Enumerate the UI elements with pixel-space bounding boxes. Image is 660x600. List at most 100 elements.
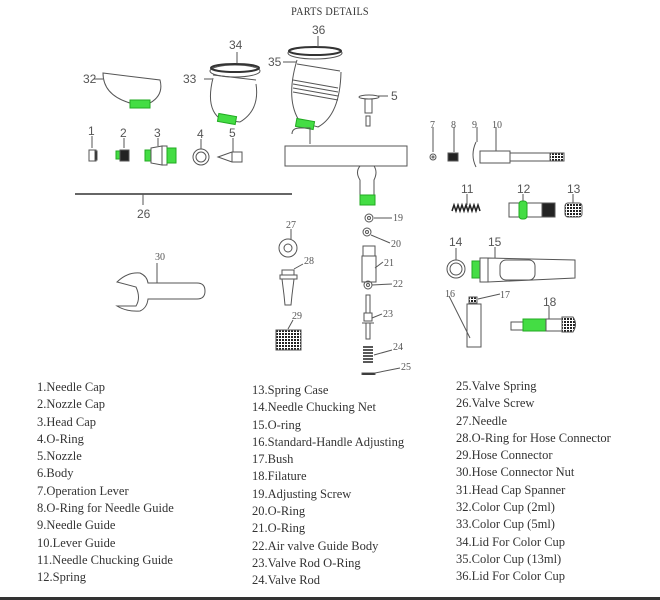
part-item: 3.Head Cap [37,414,97,429]
callout: 21 [384,258,394,269]
part-item: 32.Color Cup (2ml) [456,500,555,515]
bottom-border [0,597,660,600]
callout: 5 [391,89,398,103]
callout: 29 [292,311,302,322]
part-item: 25.Valve Spring [456,379,537,393]
part-16-standard-handle [471,247,576,283]
parts-legend-column-2: 13.Spring Case 14.Needle Chucking Net 15… [252,382,404,590]
part-item: 16.Standard-Handle Adjusting [252,434,405,449]
callout: 5 [229,126,236,140]
part-27-needle [75,193,292,205]
callout: 20 [391,239,401,250]
part-6-body [284,127,408,206]
part-item: 27.Needle [456,413,508,428]
callout: 13 [567,182,581,196]
part-29-hose-connector [279,263,304,306]
callout: 7 [430,120,435,131]
part-item: 8.O-Ring for Needle Guide [37,501,174,516]
callout: 11 [461,182,474,196]
callout: 19 [393,213,403,224]
part-item: 5.Nozzle [37,449,82,464]
part-item: 12.Spring [37,570,86,585]
part-item: 24.Valve Rod [252,573,321,588]
part-item: 21.O-Ring [252,521,306,536]
callout: 10 [492,120,502,131]
part-item: 36.Lid For Color Cup [456,569,566,584]
part-item: 4.O-Ring [37,431,84,446]
page-title: PARTS DETAILS [291,4,369,18]
part-item: 2.Nozzle Cap [37,397,106,412]
part-item: 28.O-Ring for Hose Connector [456,430,611,445]
part-item: 14.Needle Chucking Net [252,400,376,415]
part-10-11-lever-needle-chucking-guide [472,127,565,168]
callout: 12 [517,182,531,196]
part-item: 9.Needle Guide [37,518,116,533]
callout: 4 [197,127,204,141]
parts-legend-column-1: 1.Needle Cap 2.Nozzle Cap 3.Head Cap 4.O… [37,379,174,587]
part-2-nozzle-cap [115,138,130,162]
part-13-spring-case [508,194,556,220]
part-item: 15.O-ring [252,417,301,432]
part-7-operation-lever [358,94,388,127]
callout: 15 [488,235,502,249]
exploded-diagram: 32 33 34 35 36 5 1 2 3 4 5 7 8 9 10 11 1… [75,23,583,375]
callout: 32 [83,72,97,86]
part-17-18-bush-filature [448,293,501,348]
part-item: 23.Valve Rod O-Ring [252,555,361,570]
part-item: 7.Operation Lever [37,483,129,498]
part-1-needle-cap [88,136,98,162]
part-item: 35.Color Cup (13ml) [456,551,562,566]
part-30-hose-connector-nut [275,319,302,351]
callout: 3 [154,126,161,140]
callout: 26 [137,207,151,221]
callout: 9 [472,120,477,131]
part-item: 31.Head Cap Spanner [456,482,566,497]
part-9-needle-guide [447,127,459,162]
part-33-color-cup-5ml [204,52,261,126]
part-item: 17.Bush [252,452,294,467]
part-12-spring [451,194,481,214]
part-item: 26.Valve Screw [456,396,535,411]
callout: 8 [451,120,456,131]
part-28-o-ring [278,229,298,258]
part-32-color-cup-2ml [94,72,162,109]
callout: 35 [268,55,282,69]
part-5-nozzle [216,138,243,163]
part-3-head-cap [144,138,177,166]
part-item: 6.Body [37,466,74,481]
callout: 28 [304,256,314,267]
part-item: 19.Adjusting Screw [252,486,352,501]
callout: 1 [88,124,95,138]
part-19-adjusting-screw [510,306,576,333]
part-item: 18.Filature [252,469,307,484]
part-item: 29.Hose Connector [456,448,553,463]
part-35-color-cup-13ml [283,36,343,131]
callout-labels: 32 33 34 35 36 5 1 2 3 4 5 7 8 9 10 11 1… [83,23,581,373]
part-14-needle-chucking-net [564,194,583,218]
callout: 18 [543,295,557,309]
callout: 34 [229,38,243,52]
part-8-o-ring [429,127,437,161]
callout: 24 [393,342,403,353]
callout: 30 [155,252,165,263]
part-20-26-air-valve-assembly [361,213,401,375]
part-item: 20.O-Ring [252,504,306,519]
part-31-head-cap-spanner [115,263,206,312]
part-15-o-ring [446,248,466,279]
part-item: 13.Spring Case [252,383,329,397]
callout: 33 [183,72,197,86]
part-item: 10.Lever Guide [37,535,116,550]
part-item: 1.Needle Cap [37,380,106,394]
callout: 17 [500,290,510,301]
callout: 36 [312,23,326,37]
callout: 25 [401,362,411,373]
callout: 23 [383,309,393,320]
parts-legend-column-3: 25.Valve Spring 26.Valve Screw 27.Needle… [456,378,611,586]
part-item: 33.Color Cup (5ml) [456,517,555,532]
callout: 16 [445,289,455,300]
callout: 27 [286,220,296,231]
callout: 2 [120,126,127,140]
callout: 14 [449,235,463,249]
part-item: 34.Lid For Color Cup [456,534,566,549]
part-item: 11.Needle Chucking Guide [37,552,173,567]
